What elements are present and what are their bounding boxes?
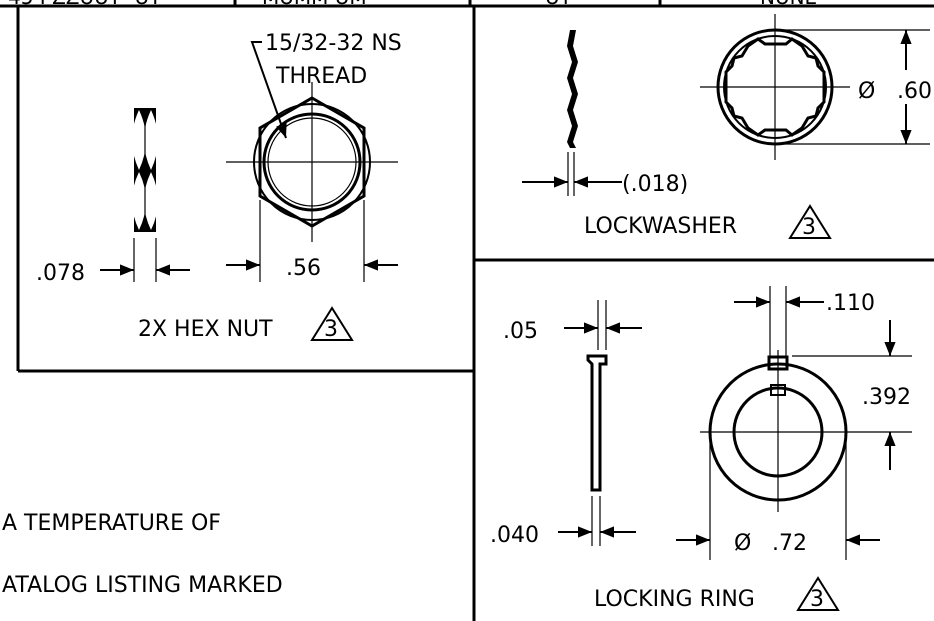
locking-ring-note-ref: 3: [810, 587, 824, 612]
locking-ring-tab-height-dim: .392: [862, 385, 911, 410]
locking-ring-diameter-symbol: Ø: [734, 531, 751, 556]
lockwasher-diameter-symbol: Ø: [858, 79, 875, 104]
header-cell-texts: 45 I ZZUUT -UT MUMM UM UT NUNE: [8, 0, 817, 9]
hex-nut-side-view: [132, 108, 158, 232]
locking-ring-diameter-dim: .72: [772, 531, 807, 556]
lockwasher-view: (.018) Ø .60 LOCKWASHER 3: [522, 14, 932, 240]
locking-ring-view: .05 .040 .110 .392 Ø .72: [490, 286, 912, 612]
locking-ring-thickness-dim: .040: [490, 523, 539, 548]
locking-ring-label: LOCKING RING: [594, 587, 755, 612]
header-cell-1: 45 I ZZUUT -UT: [8, 0, 162, 9]
hex-nut-across-flats-dim: .56: [286, 256, 321, 281]
hex-nut-view: 15/32-32 NS THREAD .078 .56 2X HEX NUT 3: [36, 31, 402, 342]
header-cell-2: MUMM UM: [262, 0, 367, 9]
header-cell-3: UT: [545, 0, 573, 9]
hex-nut-thread-word: THREAD: [275, 64, 367, 89]
note-line-1: A TEMPERATURE OF: [2, 511, 221, 536]
locking-ring-front-view: [700, 350, 912, 512]
hex-nut-label: 2X HEX NUT: [138, 317, 273, 342]
hex-nut-thread-callout: 15/32-32 NS: [265, 31, 402, 56]
hex-nut-front-view: [226, 82, 398, 242]
panel-frames: [16, 6, 934, 621]
title-block-strip: 45 I ZZUUT -UT MUMM UM UT NUNE: [0, 0, 934, 9]
lockwasher-note-triangle: [788, 204, 832, 239]
hex-nut-thickness-dim: .078: [36, 261, 85, 286]
lockwasher-label: LOCKWASHER: [584, 214, 737, 239]
hex-nut-note-ref: 3: [324, 317, 338, 342]
lockwasher-side-view: [567, 30, 578, 148]
lockwasher-front-view: [700, 14, 850, 160]
locking-ring-side-view: [586, 354, 608, 492]
locking-ring-tab-width-dim: .110: [826, 291, 875, 316]
hex-nut-note-triangle: [310, 306, 354, 341]
locking-ring-tab-thickness-dim: .05: [503, 319, 538, 344]
lockwasher-diameter-dim: .60: [897, 79, 932, 104]
lockwasher-note-ref: 3: [802, 215, 816, 240]
note-line-2: ATALOG LISTING MARKED: [2, 573, 283, 598]
lockwasher-thickness-dim: (.018): [622, 172, 688, 197]
header-cell-4: NUNE: [760, 0, 817, 9]
locking-ring-note-triangle: [796, 576, 840, 611]
notes-block: A TEMPERATURE OF ATALOG LISTING MARKED: [2, 511, 283, 598]
